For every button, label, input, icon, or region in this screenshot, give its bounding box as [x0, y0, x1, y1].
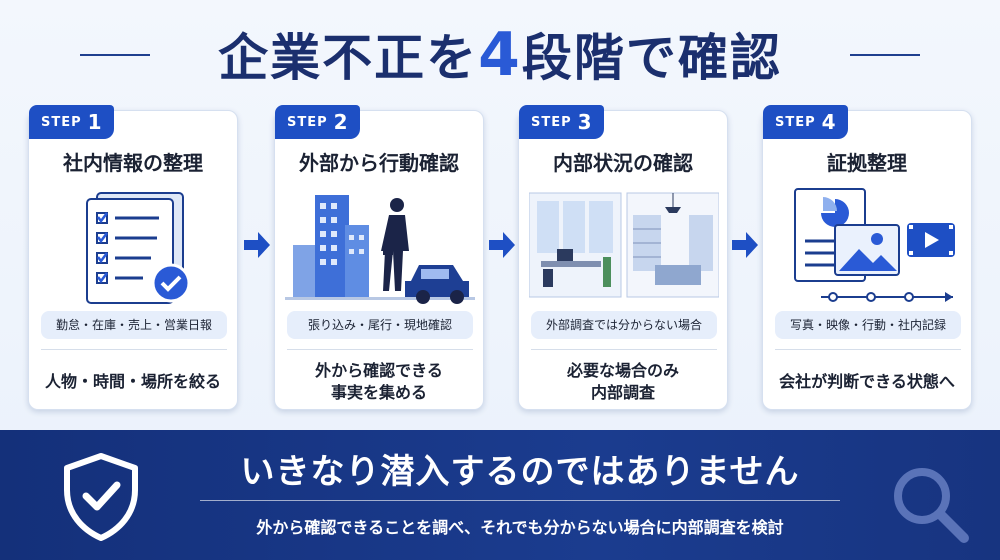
divider: [287, 349, 473, 350]
desc-line: 事実を集める: [330, 383, 427, 402]
step-card-2: STEP 2 外部から行動確認 張り込み・尾行・現地確認 外から確認できる 事実…: [274, 105, 484, 410]
step-description: 会社が判断できる状態へ: [763, 357, 971, 407]
step-card-4: STEP 4 証拠整理 写真・映像・行動・社内記録 会社が判断できる状態へ: [762, 105, 972, 410]
title-decoration-left: [80, 54, 150, 56]
office-interior-icon: [529, 192, 719, 298]
banner-divider: [200, 500, 840, 501]
shield-check-icon: [64, 453, 138, 541]
step-title: 証拠整理: [827, 151, 907, 175]
title-prefix: 企業不正を: [218, 29, 479, 87]
arrow-right-icon: [244, 232, 270, 258]
step-title: 内部状況の確認: [553, 151, 693, 175]
step-title: 外部から行動確認: [299, 151, 459, 175]
desc-line: 必要な場合のみ: [566, 361, 679, 380]
desc-line: 会社が判断できる状態へ: [779, 372, 955, 391]
step-label: STEP: [775, 114, 816, 130]
step-label: STEP: [531, 114, 572, 130]
step-tags: 写真・映像・行動・社内記録: [775, 311, 961, 339]
step-number: 4: [821, 110, 836, 134]
step-description: 必要な場合のみ 内部調査: [519, 357, 727, 407]
step-title: 社内情報の整理: [63, 151, 203, 175]
bottom-banner: いきなり潜入するのではありません 外から確認できることを調べ、それでも分からない…: [0, 430, 1000, 560]
step-badge: STEP 3: [519, 105, 604, 139]
divider: [41, 349, 227, 350]
desc-line: 外から確認できる: [315, 361, 443, 380]
step-card-3: STEP 3 内部状況の確認 外部調査では分からない場合 必要な場合のみ 内部調…: [518, 105, 728, 410]
title-suffix: 段階で確認: [521, 29, 782, 87]
title-number: 4: [478, 20, 522, 90]
step-description: 外から確認できる 事実を集める: [275, 357, 483, 407]
step-number: 2: [333, 110, 348, 134]
title-decoration-right: [850, 54, 920, 56]
step-badge: STEP 1: [29, 105, 114, 139]
magnifier-icon: [894, 468, 969, 543]
step-badge: STEP 2: [275, 105, 360, 139]
banner-headline: いきなり潜入するのではありません: [240, 452, 800, 492]
step-tags: 勤怠・在庫・売上・営業日報: [41, 311, 227, 339]
step-label: STEP: [41, 114, 82, 130]
step-badge: STEP 4: [763, 105, 848, 139]
city-person-car-icon: [285, 195, 475, 304]
evidence-report-icon: [794, 188, 955, 302]
page-title: 企業不正を4段階で確認: [218, 18, 782, 90]
step-number: 1: [87, 110, 102, 134]
step-label: STEP: [287, 114, 328, 130]
arrow-right-icon: [489, 232, 515, 258]
step-number: 3: [577, 110, 592, 134]
arrow-right-icon: [732, 232, 758, 258]
step-card-1: STEP 1 社内情報の整理 勤怠・在庫・売上・営業日報 人物・時間・場所を絞る: [28, 105, 238, 410]
step-description: 人物・時間・場所を絞る: [29, 357, 237, 407]
title-area: 企業不正を4段階で確認: [0, 14, 1000, 94]
divider: [531, 349, 717, 350]
divider: [775, 349, 961, 350]
step-tags: 張り込み・尾行・現地確認: [287, 311, 473, 339]
document-checklist-icon: [86, 192, 191, 304]
desc-line: 人物・時間・場所を絞る: [44, 372, 221, 391]
desc-line: 内部調査: [590, 383, 655, 402]
banner-subtext: 外から確認できることを調べ、それでも分からない場合に内部調査を検討: [256, 518, 784, 537]
step-tags: 外部調査では分からない場合: [531, 311, 717, 339]
